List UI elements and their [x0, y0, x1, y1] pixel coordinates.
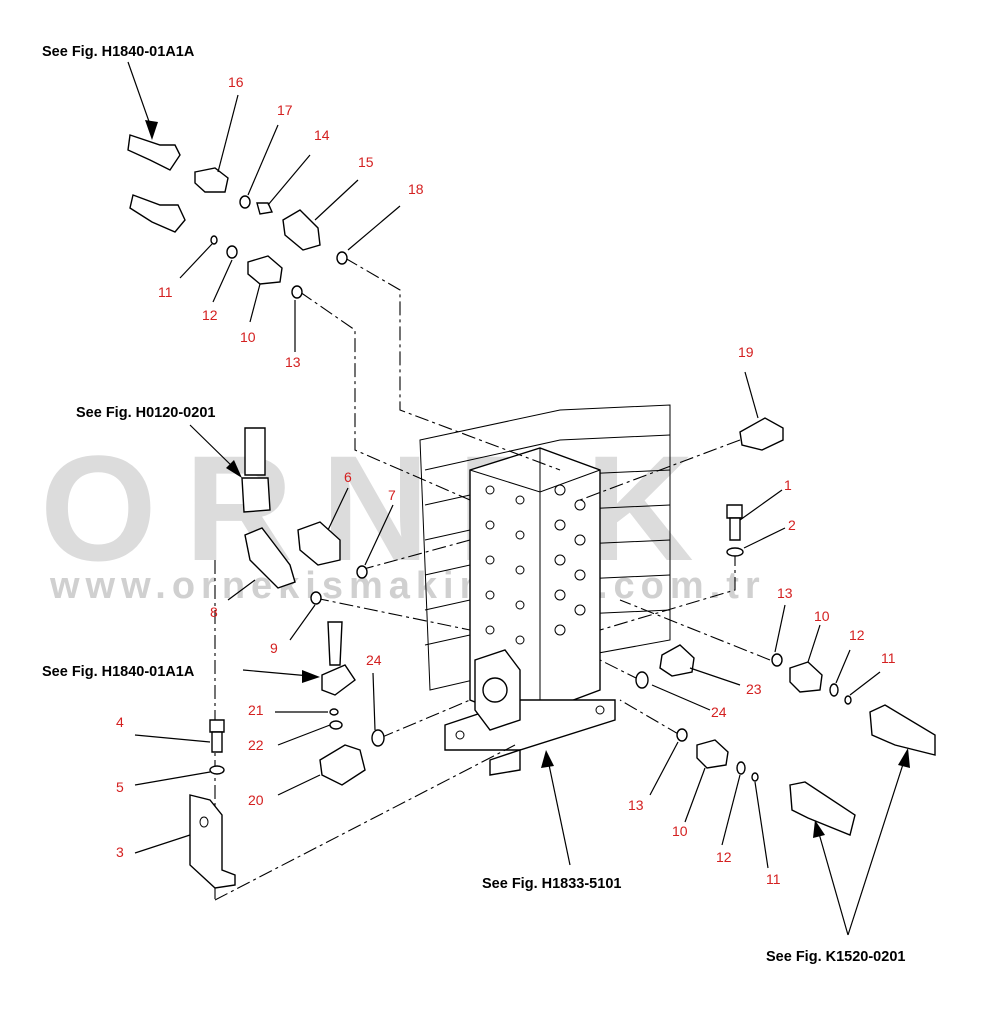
callout-10: 10	[240, 329, 256, 345]
callout-24-left: 24	[366, 652, 382, 668]
leader-lines	[134, 94, 881, 869]
callout-labels: 16 17 14 15 18 11 12 10 13 19 6 7 8 9 1 …	[116, 74, 896, 887]
callout-21: 21	[248, 702, 264, 718]
callout-12-right-upper: 12	[849, 627, 865, 643]
ref-h1840-mid: See Fig. H1840-01A1A	[42, 664, 195, 680]
callout-23: 23	[746, 681, 762, 697]
watermark-url: www.ornekismakinalari.com.tr	[49, 565, 766, 607]
ref-h1840-top: See Fig. H1840-01A1A	[42, 44, 195, 60]
callout-11-right-lower: 11	[766, 871, 781, 887]
control-valve-block	[419, 404, 671, 776]
routing-lines	[214, 257, 771, 901]
callout-17: 17	[277, 102, 293, 118]
callout-13-right-upper: 13	[777, 585, 793, 601]
callout-15: 15	[358, 154, 374, 170]
ref-k1520: See Fig. K1520-0201	[766, 949, 905, 965]
callout-20: 20	[248, 792, 264, 808]
callout-19: 19	[738, 344, 754, 360]
reference-arrows	[127, 61, 910, 936]
callout-12-right-lower: 12	[716, 849, 732, 865]
callout-8: 8	[210, 604, 218, 620]
callout-13-right-lower: 13	[628, 797, 644, 813]
figure-references: See Fig. H1840-01A1A See Fig. H0120-0201…	[42, 44, 905, 965]
callout-1: 1	[784, 477, 792, 493]
ref-h0120: See Fig. H0120-0201	[76, 405, 215, 421]
callout-9: 9	[270, 640, 278, 656]
callout-4: 4	[116, 714, 124, 730]
callout-22: 22	[248, 737, 264, 753]
callout-5: 5	[116, 779, 124, 795]
callout-6: 6	[344, 469, 352, 485]
callout-12: 12	[202, 307, 218, 323]
callout-11-right-upper: 11	[881, 650, 896, 666]
callout-18: 18	[408, 181, 424, 197]
callout-11: 11	[158, 284, 173, 300]
callout-14: 14	[314, 127, 330, 143]
callout-24-right: 24	[711, 704, 727, 720]
callout-10-right-lower: 10	[672, 823, 688, 839]
watermark: ORNEK www.ornekismakinalari.com.tr	[40, 424, 766, 607]
ref-h1833: See Fig. H1833-5101	[482, 876, 621, 892]
callout-10-right-upper: 10	[814, 608, 830, 624]
callout-2: 2	[788, 517, 796, 533]
callout-13: 13	[285, 354, 301, 370]
left-middle-fittings	[241, 427, 368, 696]
callout-3: 3	[116, 844, 124, 860]
top-left-fittings	[127, 134, 348, 299]
bracket-group	[189, 708, 385, 889]
callout-7: 7	[388, 487, 396, 503]
callout-16: 16	[228, 74, 244, 90]
right-side-fittings	[635, 417, 936, 836]
